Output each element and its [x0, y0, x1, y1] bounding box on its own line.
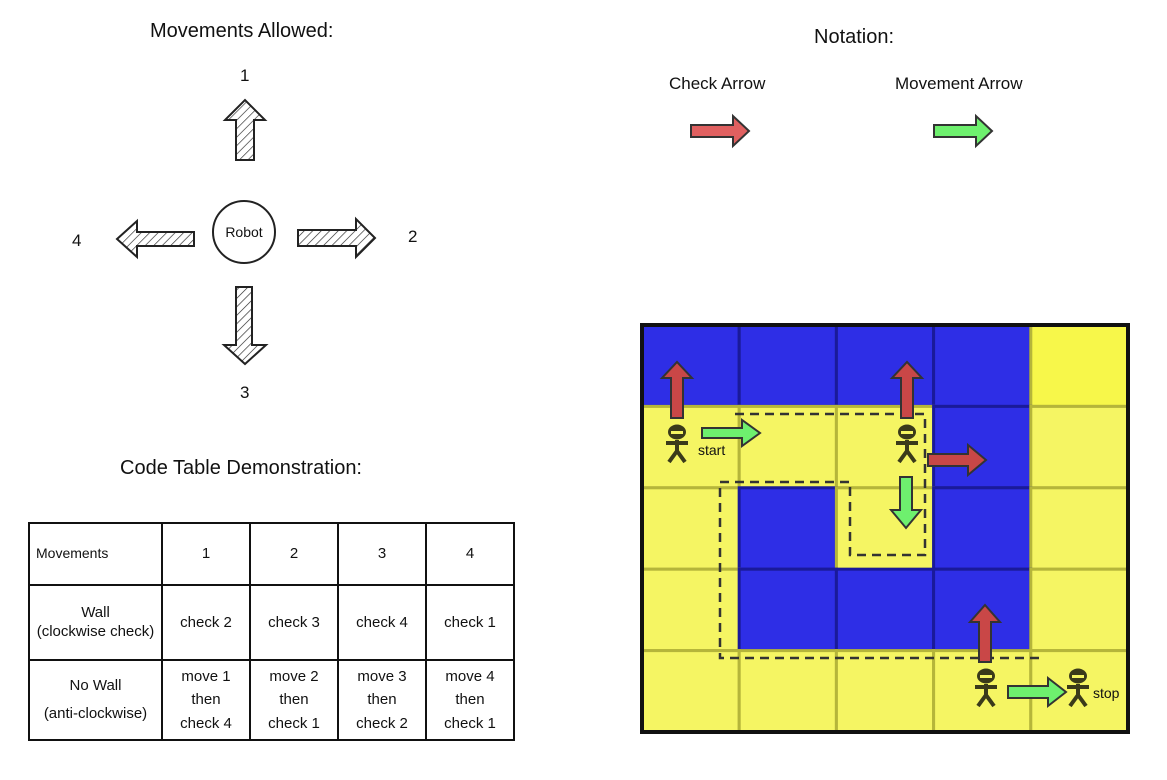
notation-title: Notation:: [814, 26, 895, 48]
stop-label: stop: [1093, 685, 1120, 701]
movement-arrow-label: Movement Arrow: [895, 74, 1023, 93]
nowall-cell: move 3 then check 2: [337, 659, 427, 741]
maze-cell-path: [834, 649, 936, 734]
table-row-wall: Wall (clockwise check) check 2 check 3 c…: [28, 584, 515, 661]
maze-cell-wall: [834, 567, 936, 653]
table-row-nowall: No Wall (anti-clockwise) move 1 then che…: [28, 659, 515, 741]
movement-arrow-sample: [933, 113, 994, 149]
maze-cell-path: [640, 404, 741, 490]
nowall-line: move 2: [269, 668, 319, 686]
movement-arrow: [701, 418, 762, 448]
check-arrow: [889, 360, 925, 419]
wall-cell: check 3: [249, 584, 339, 661]
nowall-cell: move 2 then check 1: [249, 659, 339, 741]
maze-cell-path: [640, 486, 741, 571]
check-arrow-label: Check Arrow: [669, 74, 766, 93]
maze-cell-wall: [932, 486, 1033, 571]
nowall-line: then: [191, 691, 221, 709]
nowall-cell: move 4 then check 1: [425, 659, 515, 741]
nowall-line: then: [367, 691, 397, 709]
nowall-line: move 3: [357, 668, 407, 686]
table-header-cell: 3: [337, 522, 427, 586]
wall-label-line: Wall: [81, 603, 110, 621]
direction-label-left: 4: [72, 231, 82, 250]
maze-cell-path: [834, 404, 936, 490]
check-arrow: [927, 442, 988, 478]
direction-arrow-down: [221, 286, 269, 366]
nowall-label-line: (anti-clockwise): [43, 705, 148, 722]
nowall-line: check 4: [180, 714, 232, 732]
direction-label-up: 1: [240, 66, 250, 85]
nowall-line: then: [455, 691, 485, 709]
maze-cell-wall: [834, 323, 936, 408]
nowall-line: then: [279, 691, 309, 709]
movement-arrow: [888, 476, 924, 530]
wall-cell: check 2: [161, 584, 251, 661]
movements-title: Movements Allowed:: [150, 20, 334, 42]
maze-cell-wall: [737, 486, 838, 571]
nowall-line: check 2: [356, 714, 408, 732]
table-header-cell: 2: [249, 522, 339, 586]
maze-cell-path: [1029, 486, 1130, 571]
table-header-cell: 4: [425, 522, 515, 586]
maze-cell-wall: [737, 323, 838, 408]
direction-label-right: 2: [408, 227, 418, 246]
code-table: Movements 1 2 3 4 Wall (clockwise check)…: [28, 522, 515, 741]
maze-cell-path: [640, 649, 741, 734]
maze-cell-path: [737, 404, 838, 490]
maze-cell-goal: [1029, 323, 1130, 408]
wall-row-label: Wall (clockwise check): [28, 584, 163, 661]
maze-border: [640, 323, 1130, 734]
wall-cell: check 4: [337, 584, 427, 661]
maze-cell-wall: [737, 567, 838, 653]
movement-arrow: [1007, 675, 1068, 709]
nowall-line: check 1: [268, 714, 320, 732]
robot-circle: Robot: [212, 200, 276, 264]
start-label: start: [698, 442, 725, 458]
check-arrow-sample: [690, 113, 751, 149]
direction-arrow-up: [222, 98, 268, 161]
code-table-title: Code Table Demonstration:: [120, 457, 362, 479]
maze-cell-path: [737, 649, 838, 734]
nowall-cell: move 1 then check 4: [161, 659, 251, 741]
maze-cell-wall: [932, 404, 1033, 490]
maze-cell-path: [834, 486, 936, 571]
check-arrow: [967, 603, 1003, 663]
table-row-header: Movements 1 2 3 4: [28, 522, 515, 586]
maze-cell-wall: [932, 323, 1033, 408]
table-header-cell: Movements: [28, 522, 163, 586]
nowall-row-label: No Wall (anti-clockwise): [28, 659, 163, 741]
traversal-path: [718, 412, 1040, 660]
nowall-line: move 1: [181, 668, 231, 686]
maze-cell-wall: [640, 323, 741, 408]
table-header-cell: 1: [161, 522, 251, 586]
maze-cell-path: [640, 567, 741, 653]
check-arrow: [659, 360, 695, 419]
robot-label: Robot: [225, 224, 263, 240]
direction-label-down: 3: [240, 383, 250, 402]
nowall-line: move 4: [445, 668, 495, 686]
wall-cell: check 1: [425, 584, 515, 661]
nowall-label-line: No Wall: [69, 676, 122, 694]
nowall-line: check 1: [444, 714, 496, 732]
wall-label-line: (clockwise check): [36, 622, 155, 640]
direction-arrow-left: [115, 218, 195, 260]
maze-grid: [640, 323, 1130, 734]
maze-cell-path: [1029, 404, 1130, 490]
direction-arrow-right: [297, 216, 377, 260]
maze-cell-path: [1029, 567, 1130, 653]
